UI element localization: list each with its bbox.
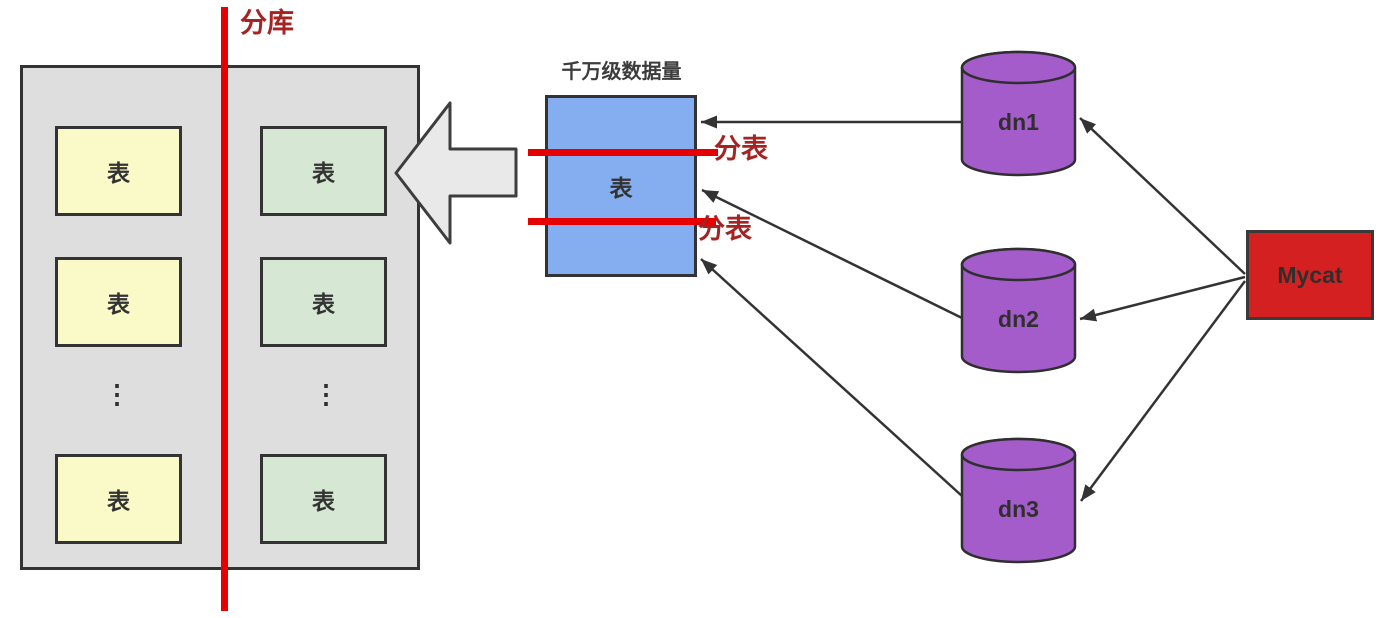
split-table-line-2 (528, 218, 716, 225)
table-box-yellow-1: 表 (55, 126, 182, 216)
center-table-box: 表 (545, 95, 697, 277)
split-db-label: 分库 (240, 8, 294, 38)
datanode-cylinder-dn1 (960, 50, 1077, 177)
center-table-label: 表 (609, 175, 633, 201)
table-label: 表 (107, 160, 130, 186)
mycat-label: Mycat (1277, 261, 1343, 288)
table-box-yellow-3: 表 (55, 454, 182, 544)
split-table-line-1 (528, 149, 718, 156)
vertical-ellipsis-left: ⋮ (104, 379, 130, 409)
mycat-box: Mycat (1246, 230, 1374, 320)
table-box-yellow-2: 表 (55, 257, 182, 347)
arrow-dn3-to-table (700, 258, 963, 497)
datanode-label-dn3: dn3 (998, 496, 1039, 522)
datanode-label-dn2: dn2 (998, 306, 1039, 332)
table-box-green-3: 表 (260, 454, 387, 544)
center-table-title: 千万级数据量 (561, 61, 682, 83)
split-table-label-1: 分表 (714, 134, 768, 164)
split-db-line (221, 7, 228, 611)
table-box-green-2: 表 (260, 257, 387, 347)
split-table-label-2: 分表 (698, 214, 752, 244)
arrow-mycat-to-dn2 (1079, 275, 1246, 322)
datanode-cylinder-dn2 (960, 247, 1077, 374)
datanode-cylinder-dn3 (960, 437, 1077, 564)
table-label: 表 (107, 488, 130, 514)
vertical-ellipsis-right: ⋮ (313, 379, 339, 409)
table-label: 表 (107, 291, 130, 317)
table-label: 表 (312, 488, 335, 514)
table-label: 表 (312, 291, 335, 317)
table-label: 表 (312, 160, 335, 186)
arrow-mycat-to-dn1 (1079, 117, 1246, 275)
table-box-green-1: 表 (260, 126, 387, 216)
arrow-mycat-to-dn3 (1079, 280, 1247, 502)
big-left-arrow (394, 101, 518, 245)
datanode-label-dn1: dn1 (998, 109, 1039, 135)
arrow-dn2-to-table (701, 188, 963, 320)
